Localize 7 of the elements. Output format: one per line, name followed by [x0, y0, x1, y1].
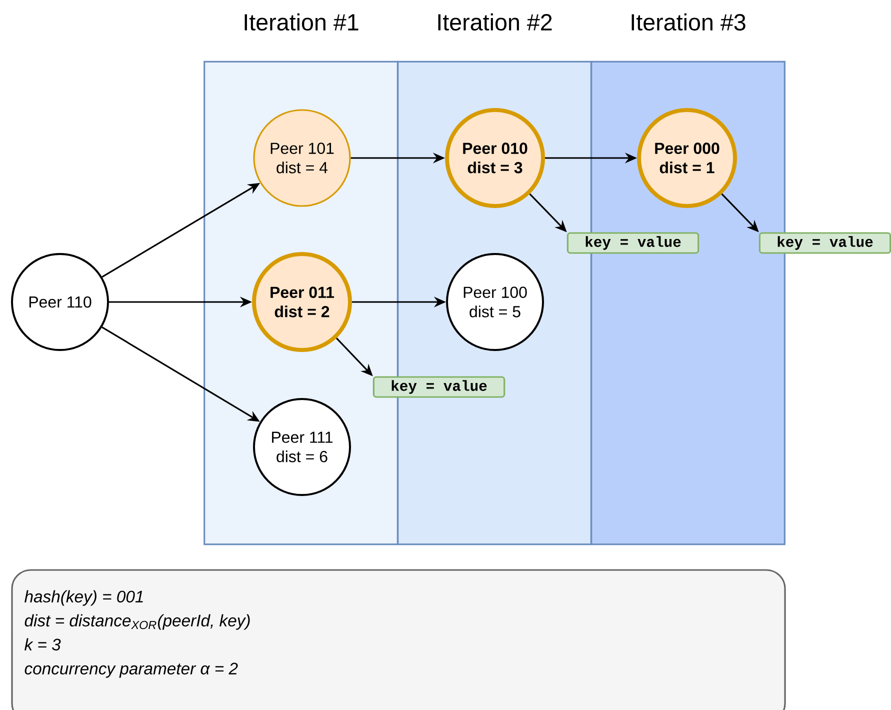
- value-tag: key = value: [758, 232, 891, 254]
- node-label: Iteration #2: [438, 13, 552, 31]
- node-label: Iteration #3: [632, 13, 746, 31]
- node-label: Iteration #1: [244, 13, 358, 31]
- value-tag: key = value: [372, 376, 506, 398]
- value-tag: key = value: [566, 232, 700, 254]
- note-box: hash(key) = 001 dist = distance$_{XOR}$(peerId, key) k = 3 concurrency parameter α = 2: [11, 569, 786, 710]
